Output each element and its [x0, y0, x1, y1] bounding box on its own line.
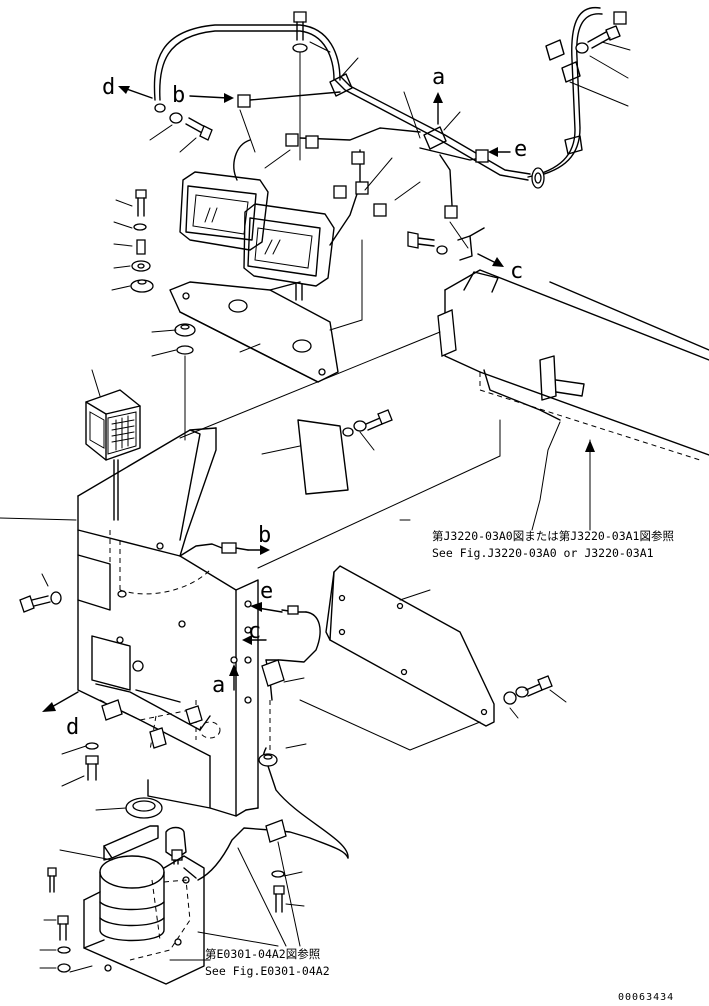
left-hardware-stack — [111, 189, 196, 441]
arrow-label-c-bottom: c — [248, 619, 261, 644]
rotating-beacon — [85, 369, 141, 521]
rail-bracket-bolt — [407, 227, 485, 261]
lower-reference-en: See Fig.E0301-04A2 — [205, 964, 330, 978]
lower-reference-jp: 第E0301-04A2図参照 — [205, 947, 320, 961]
small-cover-plate — [261, 419, 349, 495]
horn-hardware — [39, 867, 305, 973]
upper-reference-jp: 第J3220-03A0図または第J3220-03A1図参照 — [432, 529, 674, 543]
arrow-label-a-top: a — [432, 65, 445, 90]
top-arrows — [118, 86, 511, 267]
upper-wiring-harness — [153, 6, 631, 249]
arrow-label-b-top: b — [172, 83, 185, 108]
work-lamp-assembly — [179, 171, 335, 301]
drawing-code: 00063434 — [618, 992, 674, 1003]
panel-bolt — [503, 675, 567, 719]
top-left-bolt-set — [149, 103, 213, 153]
lamp-mount-bracket — [169, 239, 363, 383]
horn-assembly — [59, 819, 349, 985]
large-cover-panel — [325, 565, 495, 727]
middle-harness — [179, 542, 349, 859]
panel-guide-lines — [179, 331, 595, 751]
arrow-label-d-bottom: d — [66, 715, 79, 740]
arrow-label-d-top: d — [102, 75, 115, 100]
mid-right-bolt — [342, 409, 393, 451]
lower-left-bolt — [61, 742, 99, 787]
grommet-ring — [95, 797, 163, 819]
arrow-label-b-bottom: b — [258, 523, 271, 548]
main-box-bracket — [77, 427, 271, 817]
frame-rail — [437, 269, 709, 461]
arrow-label-a-bottom: a — [212, 673, 225, 698]
top-center-bolt — [292, 11, 331, 161]
arrow-label-e-top: e — [514, 137, 527, 162]
reference-leaders — [197, 841, 301, 947]
arrow-label-c-top: c — [510, 259, 523, 284]
upper-reference-en: See Fig.J3220-03A0 or J3220-03A1 — [432, 546, 654, 560]
left-mid-bolt — [0, 517, 77, 613]
mid-arrows — [42, 545, 283, 712]
arrow-label-e-bottom: e — [260, 579, 273, 604]
